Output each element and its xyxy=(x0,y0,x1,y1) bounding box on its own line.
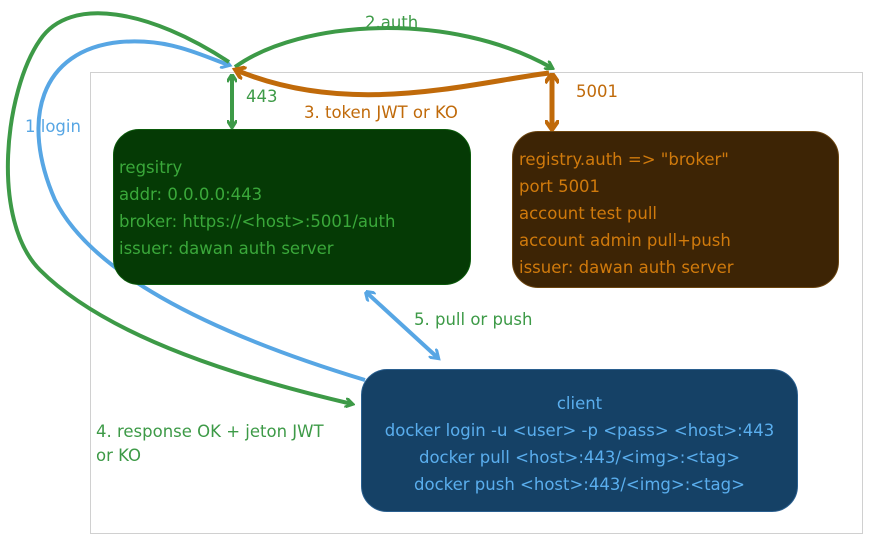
registry-broker: broker: https://<host>:5001/auth xyxy=(119,212,396,231)
client-login-cmd: docker login -u <user> -p <pass> <host>:… xyxy=(384,421,775,440)
login-arrow xyxy=(36,39,366,382)
client-node: client docker login -u <user> -p <pass> … xyxy=(361,369,798,512)
login-label: 1.login xyxy=(25,117,81,136)
port-5001-label: 5001 xyxy=(576,82,618,101)
token-label: 3. token JWT or KO xyxy=(304,103,458,122)
registry-node: regsitry addr: 0.0.0.0:443 broker: https… xyxy=(113,129,471,285)
auth-label: 2.auth xyxy=(365,13,419,32)
auth-arrow xyxy=(233,26,552,68)
registry-title: regsitry xyxy=(119,158,183,177)
client-title: client xyxy=(556,394,603,413)
registry-issuer: issuer: dawan auth server xyxy=(119,239,334,258)
client-pull-cmd: docker pull <host>:443/<img>:<tag> xyxy=(418,448,741,467)
response-arrow xyxy=(5,11,352,404)
auth-port: port 5001 xyxy=(519,177,601,196)
auth-server-node: registry.auth => "broker" port 5001 acco… xyxy=(512,131,839,288)
pull-push-label: 5. pull or push xyxy=(414,310,533,329)
registry-addr: addr: 0.0.0.0:443 xyxy=(119,185,263,204)
diagram-frame xyxy=(90,72,863,534)
port-443-label: 443 xyxy=(246,87,278,106)
auth-account-admin: account admin pull+push xyxy=(519,231,731,250)
client-push-cmd: docker push <host>:443/<img>:<tag> xyxy=(414,475,745,494)
pull-push-arrow xyxy=(366,292,438,358)
response-label-line1: 4. response OK + jeton JWT xyxy=(96,422,324,441)
auth-account-test: account test pull xyxy=(519,204,658,223)
token-arrow xyxy=(236,70,550,98)
auth-issuer: issuer: dawan auth server xyxy=(519,258,734,277)
response-label-line2: or KO xyxy=(96,446,142,465)
auth-registry-setting: registry.auth => "broker" xyxy=(519,150,729,169)
